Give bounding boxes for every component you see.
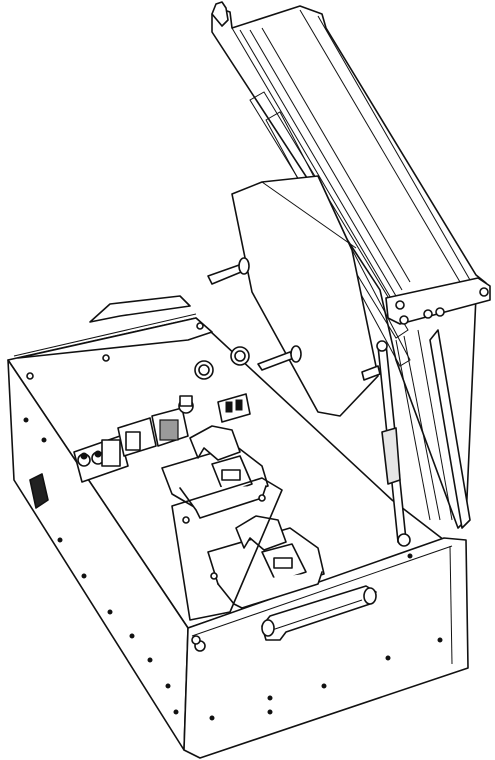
- case-mounting-holes: [23, 417, 443, 721]
- interior-panel: [26, 322, 251, 483]
- case-body: [7, 295, 469, 759]
- gas-strut: [361, 340, 411, 547]
- upper-controller-cradle: [161, 425, 269, 519]
- lid-mounted-unit: [207, 175, 379, 417]
- front-carry-handle: [261, 585, 377, 641]
- lower-controller-cradle: [171, 477, 325, 621]
- open-lid: [211, 1, 491, 529]
